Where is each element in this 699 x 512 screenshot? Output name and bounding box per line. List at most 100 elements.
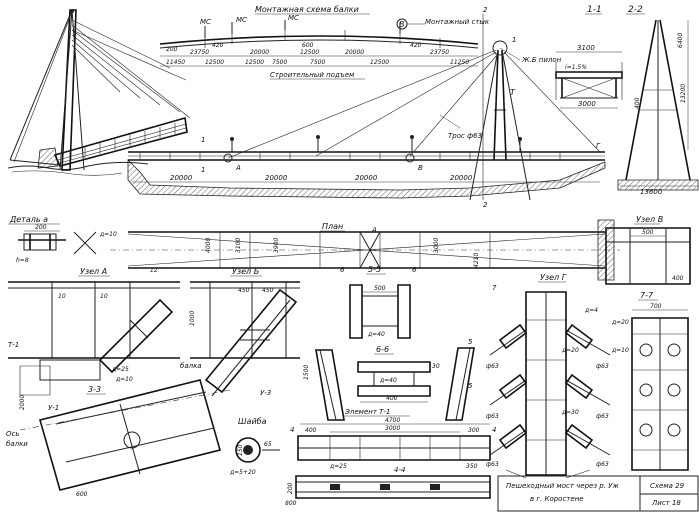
sec66-d400: 400: [386, 395, 398, 402]
detail-a-d10: д=10: [99, 231, 117, 238]
node-g-phi63-f: ф63: [596, 461, 609, 468]
ms-label-3: МС: [288, 14, 299, 22]
plan-d3100: 3100: [235, 238, 242, 253]
dim-12500-b: 12500: [205, 59, 224, 66]
sec77-d700: 700: [650, 303, 662, 310]
scheme-title: Монтажная схема балки: [255, 5, 359, 14]
washer-d65: 65: [264, 441, 272, 448]
sec66-n5-a: 5: [468, 338, 473, 346]
node-g-phi63-d: ф63: [596, 413, 609, 420]
section-5-5: 5-5 500 д=40 6 6: [340, 265, 417, 339]
sec11-title: 1-1: [587, 5, 602, 15]
node-a-d12: 12: [150, 267, 158, 274]
node-a-t1: Т-1: [8, 341, 19, 349]
t1-d300: 300: [468, 427, 480, 434]
sec55-d500: 500: [374, 285, 386, 292]
title-name-line2: в г. Коростене: [530, 495, 584, 503]
sec77-d20: д=20: [611, 319, 629, 326]
node-v-d400: 400: [672, 275, 684, 282]
span-3: 20000: [355, 174, 378, 182]
t1-d1500: 1500: [303, 365, 310, 380]
dim-7500-b: 7500: [310, 59, 325, 66]
t1-n4-a: 4: [290, 426, 294, 434]
dim-20000-a: 20000: [250, 49, 269, 56]
title-block: Пешеходный мост через р. Уж в г. Коросте…: [497, 475, 699, 512]
node-g-d20: д=20: [561, 347, 579, 354]
sec55-n6-b: 6: [412, 266, 417, 274]
dim-420-b: 420: [410, 42, 422, 49]
node-g-d4: д=4: [584, 307, 598, 314]
plan-d3900: 3900: [273, 238, 280, 253]
cut-2-bottom: 2: [483, 201, 488, 209]
dim-12500-d: 12500: [370, 59, 389, 66]
sec11-w3000: 3000: [578, 100, 596, 108]
title-scheme: Схема 29: [650, 482, 685, 490]
detail-a: Деталь а 200 д=10 h=8: [8, 215, 117, 264]
node-g-title: Узел Г: [540, 273, 567, 282]
elev-node-g: Г: [596, 142, 601, 150]
ms-label-1: МС: [200, 18, 211, 26]
node-a: Узел А 10 10 Т-1 д=25 д=10 12: [8, 267, 180, 396]
plan-d3000: 3000: [433, 238, 440, 253]
elev-node-1: 1: [512, 36, 516, 44]
section-7-7: 7-7 700 д=20 д=10: [611, 291, 689, 471]
washer-formula: д=5+20: [229, 469, 256, 476]
sec66-n5-b: 5: [468, 382, 473, 390]
t1-d25: д=25: [329, 463, 347, 470]
cut-1-left: 1: [201, 136, 205, 144]
element-t1: 1500 Элемент Т-1 4700 3000 400 300 д=25 …: [285, 284, 497, 507]
sec22-w13600: 13600: [640, 188, 663, 196]
node-b: Узел Б 450 450 1000 балка У-3: [180, 267, 300, 397]
element-t-label: Т: [510, 88, 516, 97]
dim-200: 200: [166, 46, 178, 53]
node-v-d500: 500: [642, 229, 654, 236]
node-v: Узел В 500 400: [605, 215, 691, 285]
node-g-d30: д=30: [561, 409, 579, 416]
plan-view: План А 4000 3100 3900 3000 4210: [110, 219, 620, 281]
detail-a-h8: h=8: [16, 257, 29, 264]
sec77-d10: д=10: [611, 347, 629, 354]
t1-d4700: 4700: [385, 417, 400, 424]
node-g: Узел Г д=4 д=20 д=30 ф63 ф63 ф63 ф63 ф63…: [486, 273, 611, 479]
t1-n4-b: 4: [492, 426, 496, 434]
sec33-title: 3-3: [88, 385, 101, 394]
dim-11250: 11250: [450, 59, 469, 66]
plan-d4000: 4000: [205, 238, 212, 253]
dim-12500-c: 12500: [245, 59, 264, 66]
dim-7500-a: 7500: [272, 59, 287, 66]
t1-title: Элемент Т-1: [344, 408, 390, 416]
elev-node-a: A: [235, 164, 241, 172]
section-6-6: 6-6 400 д=40 30 5 5: [357, 338, 473, 403]
mounting-scheme: Монтажная схема балки МС МС МС В Монтажн…: [159, 5, 490, 80]
elev-node-b: B: [418, 164, 423, 172]
node-b-d450-b: 450: [262, 287, 274, 294]
node-b-d450-a: 450: [238, 287, 250, 294]
node-b-title: Узел Б: [232, 267, 260, 276]
mount-joint-label: Монтажный стык: [425, 18, 490, 26]
dim-23750-b: 23750: [430, 49, 449, 56]
zhb-pylon-label: Ж.Б пилон: [521, 56, 562, 64]
node-a-d10-a: 10: [58, 293, 66, 300]
t1-d800: 800: [285, 500, 297, 507]
sec11-w3100: 3100: [577, 44, 595, 52]
cut-1-left-low: 1: [201, 166, 205, 174]
washer-detail: Шайба 150 65 д=5+20: [229, 417, 280, 476]
sec66-d30: 30: [432, 363, 440, 370]
sec22-h13200: 13200: [680, 84, 687, 103]
node-v-title: Узел В: [636, 215, 663, 224]
node-b-beam: балка: [180, 362, 202, 370]
section-3-3: 3-3 У-1 2000 Ось балки 600: [6, 379, 231, 498]
sec33-d2000: 2000: [19, 395, 26, 410]
sec77-title: 7-7: [640, 291, 654, 300]
sec11-slope: i=1.5%: [565, 64, 587, 71]
node-a-title: Узел А: [80, 267, 107, 276]
stay-cable-label: Трос ф63: [448, 132, 482, 140]
sec66-d40: д=40: [379, 377, 397, 384]
dim-11450: 11450: [166, 59, 185, 66]
node-b-u3: У-3: [260, 389, 271, 397]
dim-420-a: 420: [212, 42, 224, 49]
sec22-title: 2-2: [628, 5, 643, 15]
node-a-d10-b: 10: [100, 293, 108, 300]
